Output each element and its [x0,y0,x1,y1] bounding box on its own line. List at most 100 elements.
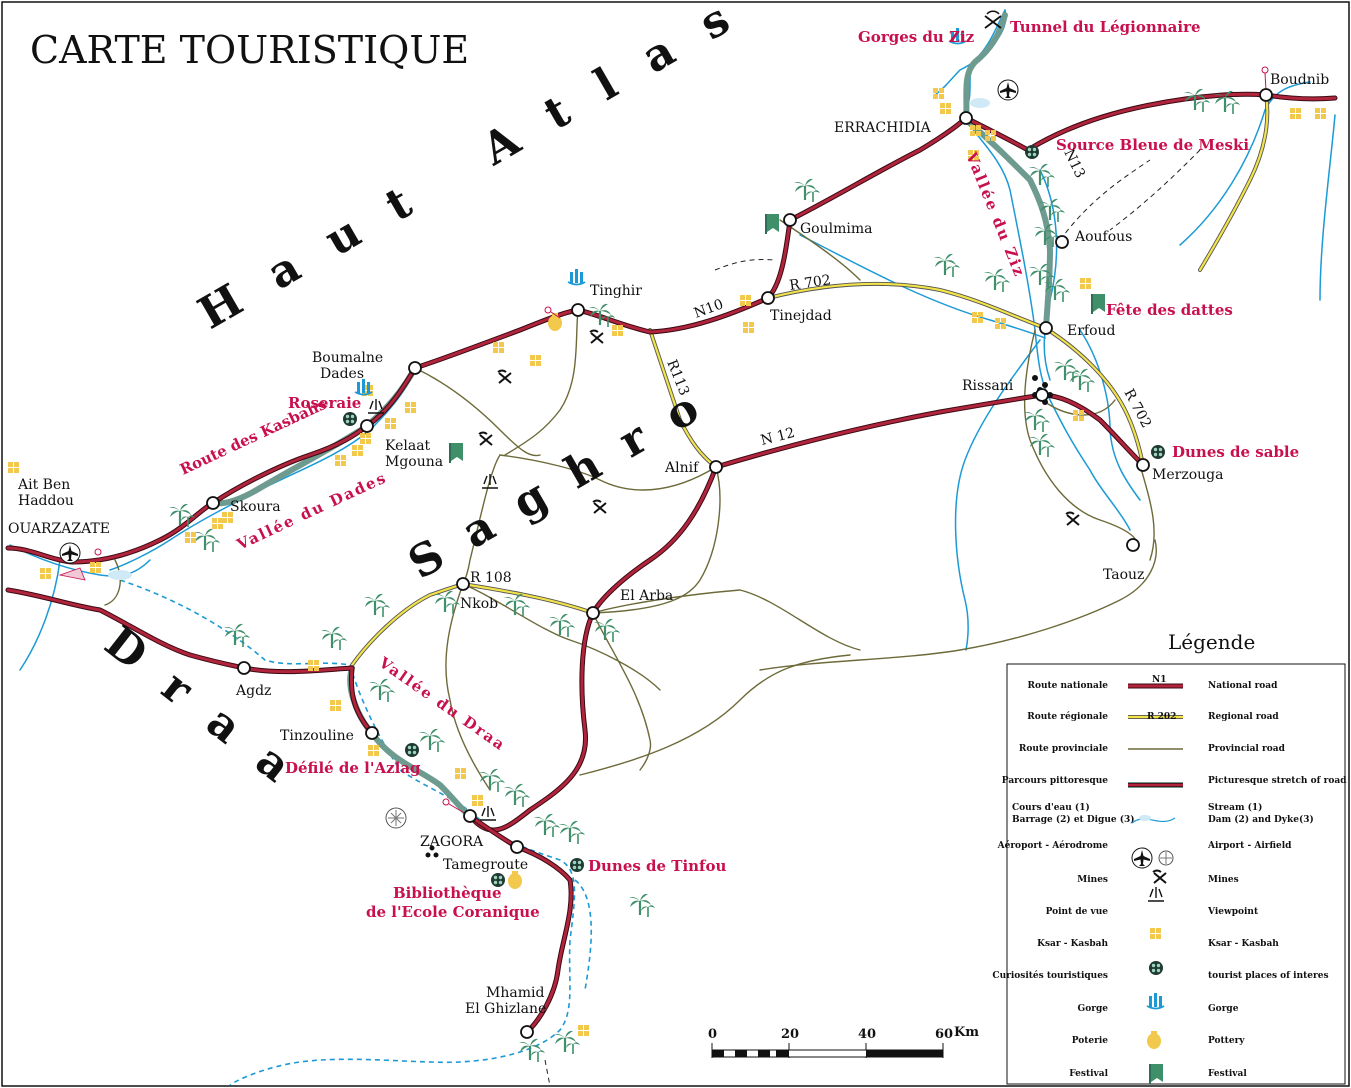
town-zagora: ZAGORA [420,834,484,850]
legend-en-6: Mines [1208,875,1239,885]
scale-unit: Km [954,1025,979,1040]
map-symbols [58,10,1269,889]
legend-en-11: Pottery [1208,1036,1245,1046]
town-boumalne-1: Boumalne [312,350,383,366]
town-mhamid-2: El Ghizlane [465,1001,546,1017]
legend-fr-8: Ksar - Kasbah [1037,939,1108,949]
legend-en-4: Stream (1) [1208,802,1262,813]
town-nkob: Nkob [460,596,498,612]
legend-title: Légende [1168,630,1255,654]
legend-fr-5: Aéroport - Aérodrome [997,840,1109,851]
site-biblio-2: de l'Ecole Coranique [366,903,540,921]
road-labels: N10 N 12 N13 R 702 R 702 R113 R 108 [470,147,1154,586]
viewpoint-icon-zagora [479,805,497,821]
town-tinghir: Tinghir [590,283,642,299]
site-roseraie: Roseraie [288,394,361,412]
road-r702-a: R 702 [788,272,832,294]
legend-fr-12: Festival [1069,1069,1108,1079]
town-skoura: Skoura [230,499,281,515]
legend-fr-3: Parcours pittoresque [1002,776,1108,786]
region-draa: Draa [95,616,327,813]
town-goulmima: Goulmima [800,221,872,237]
curio-icon-roseraie [343,412,357,426]
viewpoint-icon-saghro [481,473,499,489]
mine-icon-2 [497,369,512,384]
pottery-icon-tamegroute [508,871,522,889]
flag-icon-goulmima [765,214,779,234]
town-labels: OUARZAZATE Ait Ben Haddou Skoura Kelaat … [8,72,1329,1017]
town-ait-ben-1: Ait Ben [17,477,70,493]
scale-tick-40: 40 [858,1027,876,1042]
legend-fr2-4: Barrage (2) et Digue (3) [1012,814,1135,825]
legend-en-3: Picturesque stretch of road [1208,776,1347,786]
road-r108: R 108 [470,570,512,586]
town-mhamid-1: Mhamid [486,985,544,1001]
town-markers [206,88,1273,1039]
curio-icon-azlag [405,743,419,757]
legend-airport-icon [1131,847,1153,869]
mine-icon-4 [592,499,607,514]
legend-en-5: Airport - Airfield [1207,841,1292,851]
site-gorges-ziz: Gorges du Ziz [858,28,975,46]
legend-fr-7: Point de vue [1046,907,1109,917]
legend: Légende Route nationale N1 National road… [992,630,1347,1085]
town-kelaat-2: Mgouna [385,454,443,470]
zagora-dots [425,845,439,858]
poi-pins [94,66,1269,815]
legend-en-9: tourist places of interes [1208,971,1329,981]
site-fete-dattes: Fête des dattes [1106,301,1233,319]
site-dunes-tinfou: Dunes de Tinfou [588,857,727,875]
site-biblio-1: Bibliothèque [393,884,502,902]
town-boumalne-2: Dades [320,366,364,382]
legend-en-8: Ksar - Kasbah [1208,939,1279,949]
town-tinejdad: Tinejdad [770,308,832,324]
curio-icon-merzouga [1151,445,1165,459]
legend-fr-4: Cours d'eau (1) [1012,802,1090,813]
airfield-icon-zagora [385,807,407,829]
site-dunes-sable: Dunes de sable [1172,443,1299,461]
town-ait-ben-2: Haddou [18,493,74,509]
flag-icon-erfoud [1091,294,1105,314]
town-rissani: Rissani [962,378,1014,394]
town-aoufous: Aoufous [1074,229,1132,245]
legend-fr-9: Curiosités touristiques [992,970,1108,981]
site-route-kasbahs: Route des Kasbahs [177,395,329,479]
town-el-arba: El Arba [620,588,673,604]
scale-bar: 0 20 40 60 Km [708,1025,979,1058]
town-taouz: Taouz [1103,567,1144,583]
mine-icon-5 [1065,511,1080,526]
town-tinzouline: Tinzouline [280,728,354,744]
scale-tick-60: 60 [935,1027,953,1042]
legend-curio-icon [1149,961,1163,975]
dam-markers [58,98,990,581]
airport-icon-ouarzazate [59,542,81,564]
town-agdz: Agdz [235,683,271,699]
legend-fr-2: Route provinciale [1019,744,1108,754]
site-source-bleue: Source Bleue de Meski [1056,136,1249,154]
town-kelaat-1: Kelaat [385,438,431,454]
legend-fr-10: Gorge [1078,1004,1109,1014]
town-errachidia: ERRACHIDIA [834,120,932,136]
legend-airfield-icon [1158,850,1174,866]
gorge-icon-tinghir [567,268,586,286]
town-ouarzazate: OUARZAZATE [8,521,110,537]
town-merzouga: Merzouga [1152,467,1223,483]
legend-en-7: Viewpoint [1207,907,1259,917]
legend-en-2: Provincial road [1208,744,1286,754]
valley-draa: Vallée du Draa [375,653,510,755]
tunnel-icon [984,10,1002,29]
legend-fr-6: Mines [1077,875,1108,885]
legend-fr-11: Poterie [1072,1036,1109,1046]
town-erfoud: Erfoud [1067,323,1116,339]
site-tunnel: Tunnel du Légionnaire [1010,18,1201,36]
map-title: CARTE TOURISTIQUE [30,28,469,72]
legend-en-12: Festival [1208,1069,1247,1079]
flag-icon-kelaat [449,443,463,463]
site-defile: Défilé de l'Azlag [285,759,421,777]
legend-fr-1: Route régionale [1027,711,1108,722]
town-tamegroute: Tamegroute [443,857,528,873]
region-saghro: Saghro [400,368,733,590]
legend-sample-0: N1 [1152,675,1167,685]
town-boudnib: Boudnib [1270,72,1329,88]
